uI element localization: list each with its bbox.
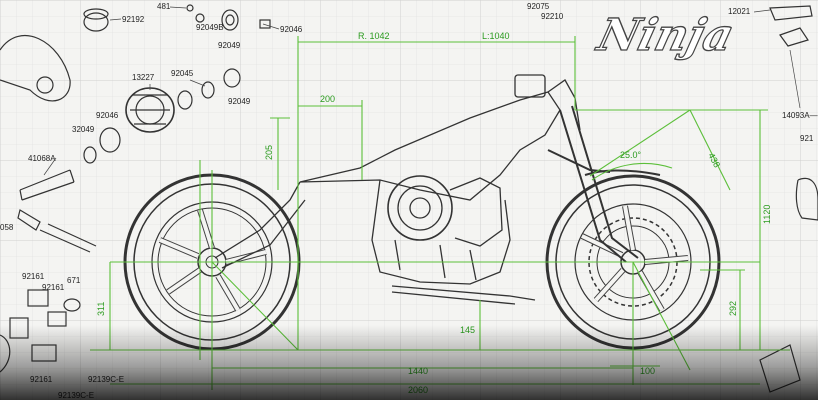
dim-205: 205	[264, 145, 274, 160]
part-label: 92046	[280, 25, 303, 34]
dim-radius: R. 1042	[358, 31, 390, 41]
part-label: 32049	[72, 125, 95, 134]
part-label: 92046	[96, 111, 119, 120]
part-label: 058	[0, 223, 14, 232]
part-label: 92161	[30, 375, 53, 384]
part-label: 12021	[728, 7, 751, 16]
part-label: 92139C-E	[58, 391, 94, 400]
dim-145: 145	[460, 325, 475, 335]
part-label: 92192	[122, 15, 145, 24]
part-label: 92139C-E	[88, 375, 124, 384]
part-label: 92049	[218, 41, 241, 50]
dim-200: 200	[320, 94, 335, 104]
part-label: 13227	[132, 73, 155, 82]
dim-length: L:1040	[482, 31, 510, 41]
dim-311: 311	[96, 302, 106, 316]
part-label: 92045	[171, 69, 194, 78]
dim-292: 292	[728, 301, 738, 316]
front-fork	[547, 105, 661, 263]
part-label: 481	[157, 2, 171, 11]
part-label: 92075	[527, 2, 550, 11]
part-label: 92049	[228, 97, 251, 106]
ninja-logo: Ninja	[591, 9, 739, 61]
frame-and-engine	[214, 74, 581, 305]
part-label: 14093A—	[782, 111, 818, 120]
part-label: 92210	[541, 12, 564, 21]
part-label: 92161	[22, 272, 45, 281]
part-label: 92161	[42, 283, 65, 292]
part-label: 671	[67, 276, 81, 285]
dim-overall: 2060	[408, 385, 428, 395]
part-label: 921	[800, 134, 814, 143]
dim-100: 100	[640, 366, 655, 376]
leader-lines	[43, 6, 801, 176]
dim-wheelbase: 1440	[408, 366, 428, 376]
dim-angle: 25.0°	[620, 150, 642, 160]
part-label: 92049B	[196, 23, 224, 32]
dim-1120: 1120	[762, 205, 772, 224]
part-label: 41068A	[28, 154, 56, 163]
